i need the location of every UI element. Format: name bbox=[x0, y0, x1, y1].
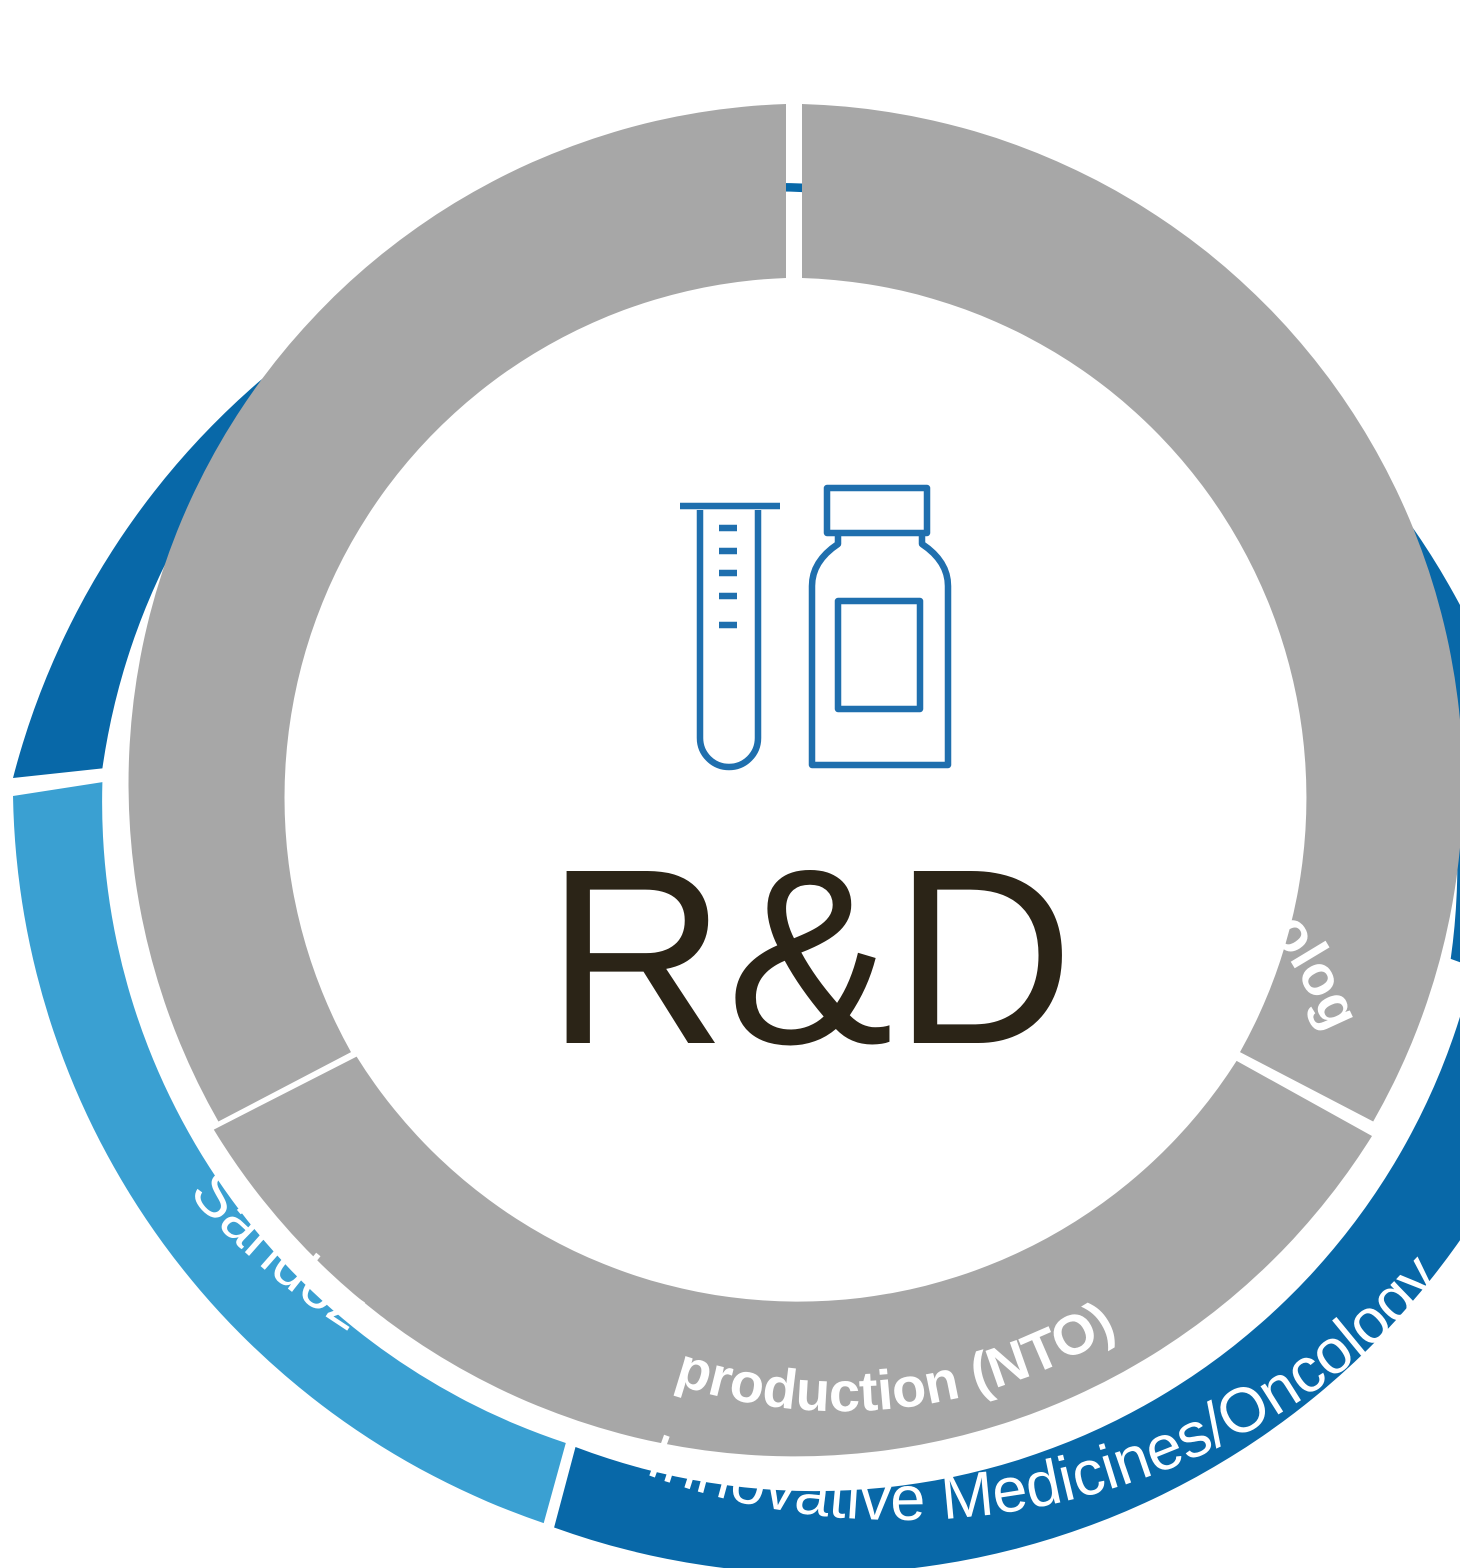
center-title: R&D bbox=[546, 817, 1074, 1096]
inner-ring-segment-corporate-functions bbox=[128, 104, 787, 1122]
inner-ring-segment-nto bbox=[213, 1056, 1372, 1457]
medicine-bottle-icon bbox=[808, 484, 952, 769]
test-tube-icon bbox=[680, 502, 780, 771]
outer-ring-segment-sandoz bbox=[13, 782, 566, 1524]
inner-ring-segment-cts bbox=[802, 104, 1460, 1122]
outer-ring-segment-oncology bbox=[554, 1016, 1460, 1568]
